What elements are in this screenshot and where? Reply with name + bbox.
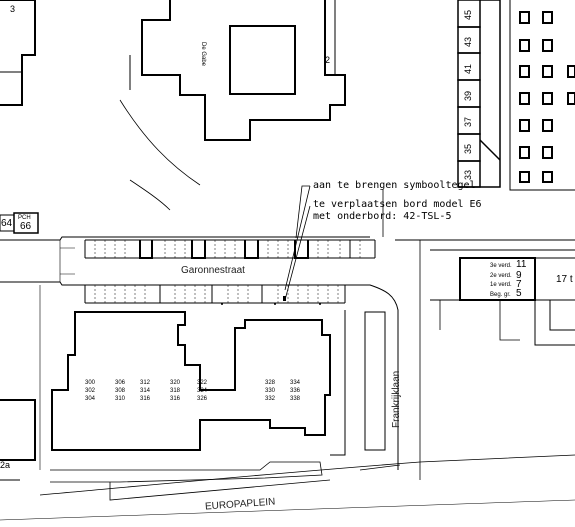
block-number: 308 (115, 388, 126, 394)
legend-row-label: 1e verd. (490, 282, 512, 288)
annotation-sign-move-line2: met onderbord: 42-TSL-5 (313, 211, 452, 222)
house-number: 43 (463, 36, 473, 47)
block-number: 306 (115, 380, 126, 386)
street-label-frankrijklaan: Frankrijklaan (391, 370, 402, 428)
legend-right-label: 17 t (556, 274, 573, 285)
street-label-garonnestraat: Garonnestraat (181, 265, 245, 276)
building-top-left (0, 0, 36, 106)
pointer-sign (284, 205, 311, 301)
house-number: 41 (463, 63, 473, 74)
block-number: 318 (170, 388, 181, 394)
block-number: 310 (115, 396, 126, 402)
block-number: 324 (197, 388, 208, 394)
left-box-tiny-label: PCH (18, 215, 31, 221)
legend-row-value: 11 (516, 259, 527, 270)
block-number: 312 (140, 380, 151, 386)
building-label: De Gabe (200, 42, 206, 67)
block-numbers: 300 302 304 306 308 310 312 314 316 320 … (85, 380, 315, 440)
left-box-number: 64 (1, 218, 13, 229)
house-number: 33 (463, 169, 473, 180)
block-number: 316 (170, 396, 181, 402)
house-number: 35 (463, 143, 473, 154)
block-number: 336 (290, 388, 301, 394)
block-number: 302 (85, 388, 96, 394)
left-box-number: 66 (20, 221, 32, 232)
parking-lower (84, 284, 346, 304)
legend-row-value: 9 (516, 270, 522, 281)
legend-row-label: 2e verd. (490, 273, 512, 279)
block-number: 326 (197, 396, 208, 402)
block-number: 338 (290, 396, 301, 402)
bottom-left-label: 2a (0, 460, 11, 470)
block-number: 330 (265, 388, 276, 394)
legend-row-value: 5 (516, 288, 522, 299)
block-number: 322 (197, 380, 208, 386)
parking-upper (84, 239, 376, 259)
legend-row-value: 7 (516, 279, 522, 290)
legend-row-label: 3e verd. (490, 263, 512, 269)
house-number: 37 (463, 116, 473, 127)
apartment-block (51, 311, 331, 451)
building-de-gabe (141, 0, 346, 141)
right-house-row (457, 0, 501, 188)
top-left-number: 3 (10, 4, 16, 14)
house-number: 45 (463, 9, 473, 20)
annotation-symbol-tile: aan te brengen symbooltegel (313, 180, 476, 191)
house-number: 39 (463, 90, 473, 101)
legend-row-label: Beg. gr. (490, 292, 511, 298)
pointer-symbol-tile (284, 185, 311, 291)
block-number: 328 (265, 380, 276, 386)
block-number: 334 (290, 380, 301, 386)
block-number: 332 (265, 396, 276, 402)
block-number: 304 (85, 396, 96, 402)
block-number: 316 (140, 396, 151, 402)
block-number: 300 (85, 380, 96, 386)
annotation-sign-move-line1: te verplaatsen bord model E6 (313, 199, 482, 210)
building-number: 2 (325, 55, 331, 65)
block-number: 314 (140, 388, 151, 394)
block-number: 320 (170, 380, 181, 386)
